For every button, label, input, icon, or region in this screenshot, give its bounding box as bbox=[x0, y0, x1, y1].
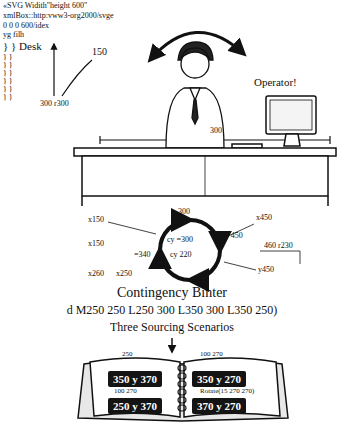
illustration-stroke bbox=[166, 88, 224, 148]
dimension-label: =340 bbox=[134, 251, 151, 260]
illustration-stroke bbox=[270, 100, 312, 130]
scenario-box: 350 y 270 bbox=[192, 371, 246, 387]
illustration-stroke bbox=[178, 397, 186, 403]
code-text: } } Desk bbox=[3, 40, 42, 52]
code-text: «SVG Widith"height 600" bbox=[3, 2, 87, 11]
illustration-stroke bbox=[74, 148, 336, 156]
cycle-circle bbox=[108, 220, 300, 280]
desk bbox=[74, 148, 336, 206]
dimension-label: cy 220 bbox=[170, 251, 192, 260]
box-text: 350 y 270 bbox=[197, 373, 241, 385]
dimension-label: x150 bbox=[88, 216, 104, 225]
code-text: 0 0 0 600/idex bbox=[3, 22, 49, 31]
illustration-stroke bbox=[190, 88, 200, 100]
dimension-label: 300 bbox=[178, 208, 190, 217]
dimension-label: r 450 bbox=[226, 232, 243, 241]
dimension-label: 250 bbox=[122, 351, 133, 359]
illustration-stroke bbox=[99, 136, 100, 144]
scenario-box: 370 y 270 bbox=[192, 398, 246, 414]
dimension-label: 460 r230 bbox=[264, 242, 293, 251]
illustration-stroke bbox=[82, 156, 328, 196]
dimension-label: cy =300 bbox=[167, 236, 193, 245]
illustration-stroke bbox=[171, 338, 173, 352]
box-text: 250 y 370 bbox=[113, 400, 157, 412]
illustration-stroke bbox=[184, 358, 280, 417]
illustration-stroke bbox=[160, 220, 190, 250]
illustration-stroke bbox=[81, 196, 83, 206]
illustration-stroke bbox=[178, 365, 186, 411]
down-arrow bbox=[171, 338, 173, 352]
illustration-stroke bbox=[53, 44, 54, 96]
dimension-label: x260 bbox=[88, 270, 104, 279]
illustration-stroke bbox=[327, 196, 329, 206]
open-book bbox=[78, 358, 288, 421]
dimension-label: x150 bbox=[88, 240, 104, 249]
illustration-stroke bbox=[178, 365, 186, 371]
dimension-label: 300 bbox=[210, 127, 222, 136]
illustration-stroke bbox=[284, 134, 300, 146]
dimension-label: Three Sourcing Scenarios bbox=[110, 321, 234, 334]
illustration-stroke bbox=[190, 250, 220, 280]
illustration-stroke bbox=[178, 405, 186, 411]
dimension-label: 300 r300 bbox=[40, 100, 69, 109]
diagram-title: Contingency Binter bbox=[117, 285, 227, 300]
illustration-stroke bbox=[178, 373, 186, 379]
illustration-stroke bbox=[178, 389, 186, 395]
illustration-stroke bbox=[192, 100, 198, 124]
dimension-label: d M250 250 L250 300 L350 300 L350 250) bbox=[67, 304, 278, 317]
dimension-label: Operator! bbox=[254, 76, 297, 88]
scenario-box: 350 y 370 bbox=[108, 371, 162, 387]
illustration-stroke bbox=[266, 96, 316, 134]
illustration-stroke bbox=[260, 251, 300, 264]
operator-figure bbox=[166, 42, 224, 148]
code-text: } } bbox=[3, 94, 13, 103]
dimension-label: 100 270 bbox=[114, 388, 137, 396]
computer-monitor bbox=[232, 96, 316, 148]
illustration-stroke bbox=[205, 156, 206, 196]
dimension-label: x250 bbox=[116, 270, 132, 279]
illustration-stroke bbox=[190, 220, 220, 250]
box-text: 370 y 270 bbox=[197, 400, 241, 412]
dimension-label: 100 270 bbox=[200, 351, 223, 359]
dimension-label: x450 bbox=[256, 214, 272, 223]
code-text: yg filh bbox=[3, 31, 24, 40]
code-text: xmlBox::http:vww3-org2000/svge bbox=[3, 12, 114, 21]
illustration-stroke bbox=[62, 60, 92, 96]
illustration-stroke bbox=[90, 358, 180, 417]
illustration-stroke bbox=[108, 222, 156, 234]
dimension-label: y450 bbox=[258, 266, 274, 275]
illustration-stroke bbox=[224, 262, 256, 270]
box-text: 350 y 370 bbox=[113, 373, 157, 385]
illustration-stroke bbox=[178, 381, 186, 387]
illustration-stroke bbox=[181, 48, 209, 58]
illustration-stroke bbox=[329, 136, 330, 144]
dimension-label: 150 bbox=[92, 46, 107, 57]
scenario-box: 250 y 370 bbox=[108, 398, 162, 414]
dimension-label: Rotate(15 270 270) bbox=[200, 388, 254, 396]
